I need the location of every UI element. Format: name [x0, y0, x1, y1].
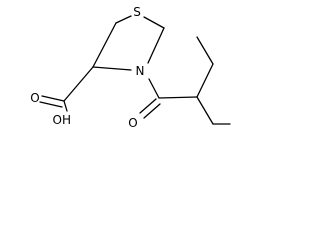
molecule-structure: S N O OH O [30, 5, 231, 130]
bond-alpha-ch2-down [196, 96, 214, 125]
bond-acid-oh [63, 100, 68, 112]
bond-amide-c-alpha [158, 96, 198, 99]
bond-c4-cooh [63, 66, 94, 102]
bond-s1-c2 [143, 16, 165, 29]
atom-carbonyl-oxygen-label: O [128, 116, 137, 130]
bond-n3-c4 [92, 66, 132, 71]
bond-acid-double-o-1 [41, 95, 65, 102]
bond-c5-s1 [115, 15, 132, 24]
bond-acid-double-o-2 [39, 101, 63, 108]
bond-ethyl-up [196, 36, 214, 65]
bond-n3-amide-c [148, 78, 160, 99]
bond-amide-double-o-1 [139, 98, 157, 114]
atom-sulfur-label: S [133, 5, 141, 19]
bond-c2-n3 [147, 27, 165, 64]
bond-c4-c5 [92, 22, 117, 68]
atom-nitrogen-label: N [136, 64, 145, 78]
atom-hydroxyl-label: OH [53, 113, 71, 127]
bond-amide-double-o-2 [143, 103, 161, 119]
atom-acid-carbonyl-oxygen-label: O [30, 91, 39, 105]
bond-alpha-ch2-up [196, 63, 214, 98]
